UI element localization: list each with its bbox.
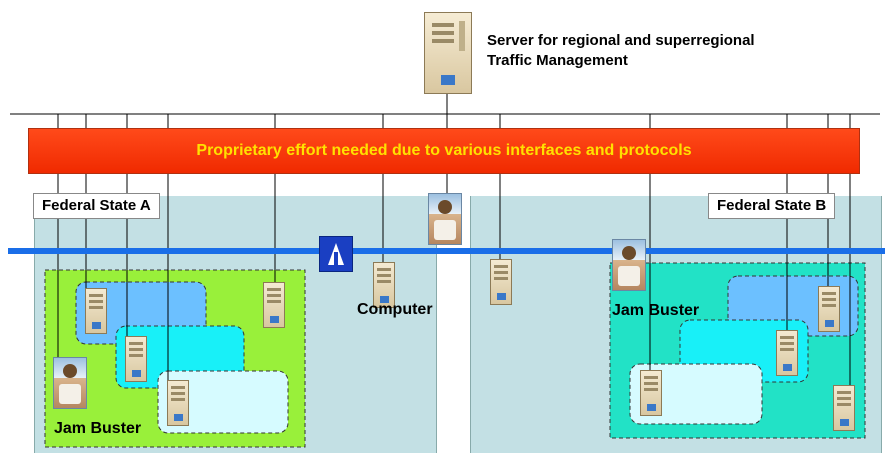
computer-icon [125,336,147,382]
jam-buster-right-label: Jam Buster [612,302,700,319]
computer-icon [85,288,107,334]
federal-state-b-label: Federal State B [708,193,836,219]
jam-buster-right-icon [612,239,646,291]
federal-state-a-label: Federal State A [33,193,160,219]
server-title: Server for regional and superregional Tr… [487,31,755,71]
subzone-left-pale [157,370,289,434]
jam-buster-left-label: Jam Buster [54,420,142,437]
computer-icon [263,282,285,328]
motorway-sign-icon [319,236,353,272]
computer-icon [490,259,512,305]
person-center-icon [428,193,462,245]
computer-label: Computer [357,301,433,318]
proprietary-effort-banner: Proprietary effort needed due to various… [28,128,860,174]
computer-icon [776,330,798,376]
server-title-line2: Traffic Management [487,52,628,69]
network-bus [8,248,885,254]
server-title-line1: Server for regional and superregional [487,32,755,49]
computer-icon [373,262,395,308]
computer-icon [833,385,855,431]
jam-buster-left-icon [53,357,87,409]
subzone-right-pale [629,363,763,425]
computer-icon [640,370,662,416]
computer-icon [818,286,840,332]
server-tower-icon [424,12,472,94]
computer-icon [167,380,189,426]
